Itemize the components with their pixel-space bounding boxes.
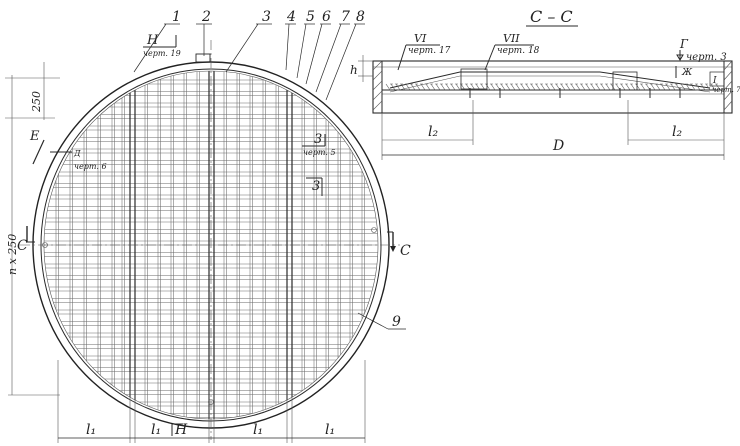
callout-4: 4 bbox=[286, 9, 296, 25]
dim-l1-2: l₁ bbox=[151, 422, 161, 438]
section-c-c: С – С h VI черт. 17 VI bbox=[350, 7, 740, 160]
dim-250: 250 bbox=[30, 91, 43, 113]
callout-6: 6 bbox=[322, 9, 331, 25]
sec-node-vi: VI bbox=[414, 32, 427, 45]
node-h-top-ref: черт. 19 bbox=[143, 49, 181, 58]
callout-3: 3 bbox=[262, 9, 271, 25]
node-3-b: 3 bbox=[312, 179, 320, 194]
dim-l1-1: l₁ bbox=[86, 422, 96, 438]
node-callouts: Н черт. 19 Е черт. 6 Д 3 черт. 5 3 ⁠ bbox=[29, 33, 336, 196]
section-hatch bbox=[385, 83, 721, 91]
sec-node-vii: VII bbox=[503, 32, 520, 45]
node-e-ref: черт. 6 bbox=[74, 162, 107, 171]
sec-node-i-ref: черт. 7 bbox=[712, 86, 740, 94]
left-dimensions: 250 n x 250 bbox=[5, 62, 60, 396]
node-h-bottom: Н bbox=[174, 422, 188, 438]
dim-l1-3: l₁ bbox=[253, 422, 263, 438]
cut-c-right: С bbox=[400, 243, 411, 259]
node-h-top: Н bbox=[146, 33, 159, 48]
cut-c-left: С bbox=[17, 238, 28, 254]
section-end-walls bbox=[372, 60, 733, 114]
bottom-dimensions: l₁ l₁ l₁ l₁ Н bbox=[57, 360, 366, 443]
section-title: С – С bbox=[530, 7, 573, 26]
sec-node-vi-ref: черт. 17 bbox=[408, 46, 451, 56]
callout-1: 1 bbox=[172, 9, 181, 25]
node-e: Е bbox=[29, 129, 40, 144]
callout-8: 8 bbox=[356, 9, 365, 25]
callout-2: 2 bbox=[201, 9, 211, 25]
dim-n-x-250: n x 250 bbox=[6, 234, 19, 275]
dim-l1-4: l₁ bbox=[325, 422, 335, 438]
sec-node-g: Г bbox=[679, 37, 689, 51]
node-3-a: 3 bbox=[314, 132, 322, 147]
sec-node-g-ref: черт. 3 bbox=[686, 52, 727, 63]
plan-view bbox=[20, 40, 400, 440]
sec-l2-right: l₂ bbox=[672, 124, 682, 140]
section-cut-marks: С С bbox=[17, 226, 411, 259]
sec-node-vii-ref: черт. 18 bbox=[497, 46, 540, 56]
dim-h: h bbox=[350, 63, 358, 77]
sec-l2-left: l₂ bbox=[428, 124, 438, 140]
sec-node-zh: Ж bbox=[681, 68, 693, 78]
node-3-a-ref: черт. 5 bbox=[303, 148, 336, 157]
callout-5: 5 bbox=[306, 9, 315, 25]
callout-7: 7 bbox=[341, 9, 350, 25]
callouts: 1 2 3 4 5 6 7 8 9 bbox=[133, 9, 406, 330]
sec-d: D bbox=[552, 138, 564, 154]
node-d-small: Д bbox=[73, 149, 81, 158]
callout-9: 9 bbox=[392, 314, 401, 330]
sec-node-i: I bbox=[712, 76, 717, 86]
